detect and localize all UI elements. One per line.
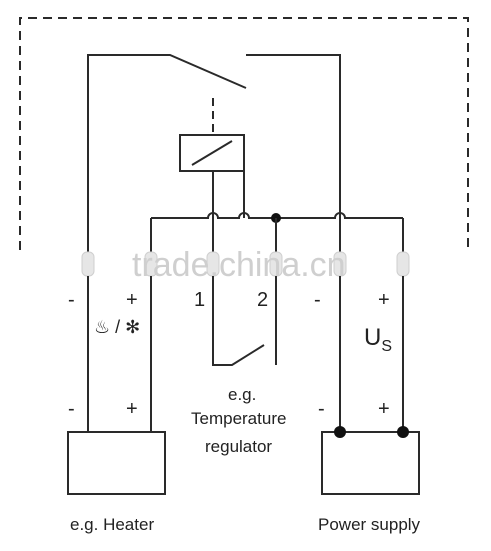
- supply-voltage-sub: S: [381, 338, 392, 355]
- enclosure-outline: [19, 17, 469, 250]
- reg-wire-1: [212, 276, 265, 366]
- internal-bus: [151, 212, 403, 219]
- regulator-caption-line2: Temperature: [191, 409, 286, 428]
- power-supply-caption: Power supply: [318, 515, 421, 534]
- regulator-caption-line1: e.g.: [228, 385, 256, 404]
- heater-box: [67, 431, 166, 495]
- supply-voltage-label: US: [364, 324, 392, 355]
- supply-box-plus: +: [378, 398, 390, 420]
- label-supply-minus: -: [314, 289, 321, 311]
- supply-node-minus: [334, 426, 346, 438]
- terminal-row: [81, 251, 410, 277]
- supply-voltage-u: U: [364, 324, 381, 351]
- supply-node-plus: [397, 426, 409, 438]
- heater-caption: e.g. Heater: [70, 515, 154, 534]
- switch-lead-right: [246, 54, 341, 255]
- watermark: trade.china.cn: [132, 246, 346, 284]
- power-supply-box: [321, 431, 420, 495]
- label-heater-minus: -: [68, 289, 75, 311]
- label-supply-plus: +: [378, 289, 390, 311]
- relay-coil-slash: [191, 140, 233, 166]
- heater-box-minus: -: [68, 398, 75, 420]
- heater-box-plus: +: [126, 398, 138, 420]
- switch-lead-left: [87, 54, 247, 255]
- terminal-supply-plus: [396, 251, 410, 277]
- terminal-heater-minus: [81, 251, 95, 277]
- label-heater-plus: +: [126, 289, 138, 311]
- heater-fan-symbol: ♨ / ✻: [94, 317, 140, 337]
- supply-box-minus: -: [318, 398, 325, 420]
- regulator-caption-line3: regulator: [205, 437, 272, 456]
- label-reg-2: 2: [257, 289, 268, 311]
- label-reg-1: 1: [194, 289, 205, 311]
